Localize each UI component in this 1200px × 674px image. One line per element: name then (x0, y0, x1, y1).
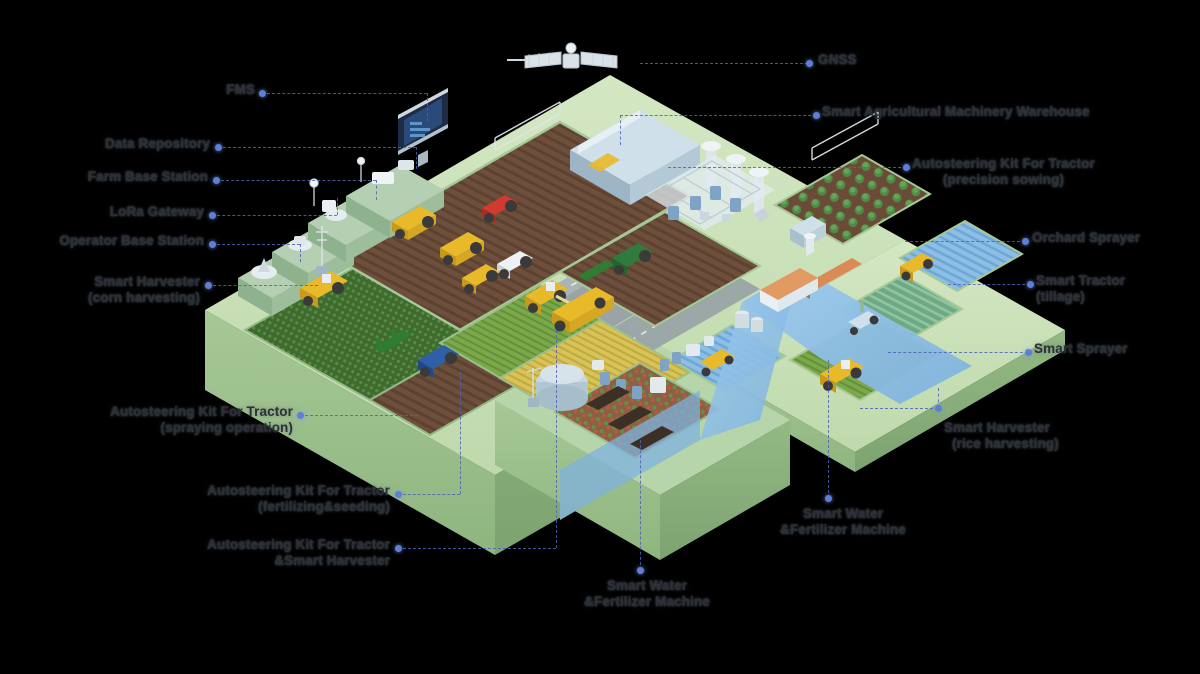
combine-harvester-yellow-1 (392, 206, 436, 240)
label-precision-sowing[interactable]: Autosteering Kit For Tractor (precision … (912, 156, 1095, 188)
silo-small (735, 310, 763, 332)
label-smart-harvester-rice[interactable]: Smart Harvester (rice harvesting) (944, 420, 1059, 452)
leader-autosteering-fertilizing (398, 494, 460, 495)
label-farm-base-station[interactable]: Farm Base Station (87, 169, 208, 184)
label-autosteering-smart-harvester[interactable]: Autosteering Kit For Tractor &Smart Harv… (207, 537, 390, 569)
label-smart-tractor-tillage[interactable]: Smart Tractor (tillage) (1036, 273, 1126, 305)
label-lora-gateway[interactable]: LoRa Gateway (109, 204, 204, 219)
harvester-corn (300, 271, 348, 308)
label-autosteering-spraying[interactable]: Autosteering Kit For Tractor (spraying o… (110, 404, 293, 436)
farm-structures (735, 216, 862, 332)
tractor-blue-spraying (374, 329, 459, 378)
leader-precision-sowing (668, 167, 906, 168)
fence (494, 101, 879, 161)
field-paddy-rice (897, 219, 1025, 293)
leader-smart-sprayer (888, 352, 1028, 353)
leader-farm-base-station (216, 180, 376, 181)
node-gnss (806, 60, 813, 67)
leader-lora-gateway (212, 215, 337, 216)
smart-water-fertilizer-center (526, 360, 674, 450)
leader-operator-base-station (212, 244, 300, 245)
leader-fms (262, 93, 427, 94)
label-orchard-sprayer[interactable]: Orchard Sprayer (1032, 230, 1141, 245)
leader-gnss (640, 63, 808, 64)
water-tower (804, 233, 816, 256)
barn-orange (760, 268, 818, 312)
label-warehouse[interactable]: Smart Agricultural Machinery Warehouse (822, 104, 1090, 119)
tractor-precision-sowing (588, 153, 620, 172)
grain-truck (552, 287, 614, 333)
label-smart-sprayer[interactable]: Smart Sprayer (1034, 341, 1128, 356)
machinery-group (300, 153, 935, 393)
label-gnss[interactable]: GNSS (818, 52, 857, 67)
label-smart-harvester-corn[interactable]: Smart Harvester (corn harvesting) (88, 274, 200, 306)
smart-water-fertilizer-right (660, 336, 714, 371)
leader-smart-harvester-corn (208, 285, 318, 286)
river (560, 268, 972, 520)
tractor-green-tillage (578, 243, 653, 281)
smart-sprayer-unit (848, 300, 880, 335)
processing-plant (645, 155, 775, 230)
leader-smart-harvester-rice (860, 408, 938, 409)
label-fms[interactable]: FMS (226, 82, 255, 97)
satellite-icon (507, 42, 618, 69)
leader-autosteering-spraying (300, 415, 418, 416)
fms-monitor (398, 88, 448, 167)
label-operator-base-station[interactable]: Operator Base Station (59, 233, 204, 248)
combine-harvester-yellow-2 (440, 232, 484, 266)
node-fms (259, 90, 266, 97)
leader-warehouse (620, 115, 816, 116)
label-data-repository[interactable]: Data Repository (104, 136, 210, 151)
label-water-fert-center[interactable]: Smart Water &Fertilizer Machine (584, 578, 710, 610)
leader-smart-tractor (948, 284, 1030, 285)
tractor-red (482, 195, 518, 223)
label-water-fert-right[interactable]: Smart Water &Fertilizer Machine (780, 506, 906, 538)
leader-data-repository (218, 147, 416, 148)
paddy-machine-small (700, 349, 735, 377)
leader-water-fert-center (640, 440, 641, 570)
label-autosteering-fertilizing[interactable]: Autosteering Kit For Tractor (fertilizin… (207, 483, 390, 515)
leader-orchard-sprayer (905, 241, 1025, 242)
leader-water-fert-right (828, 360, 829, 498)
leader-autosteering-smart-harvester (398, 548, 556, 549)
orchard-sprayer-unit (900, 253, 935, 282)
tractor-yellow-seeder (462, 264, 500, 294)
tractor-white-seeder (497, 251, 533, 279)
